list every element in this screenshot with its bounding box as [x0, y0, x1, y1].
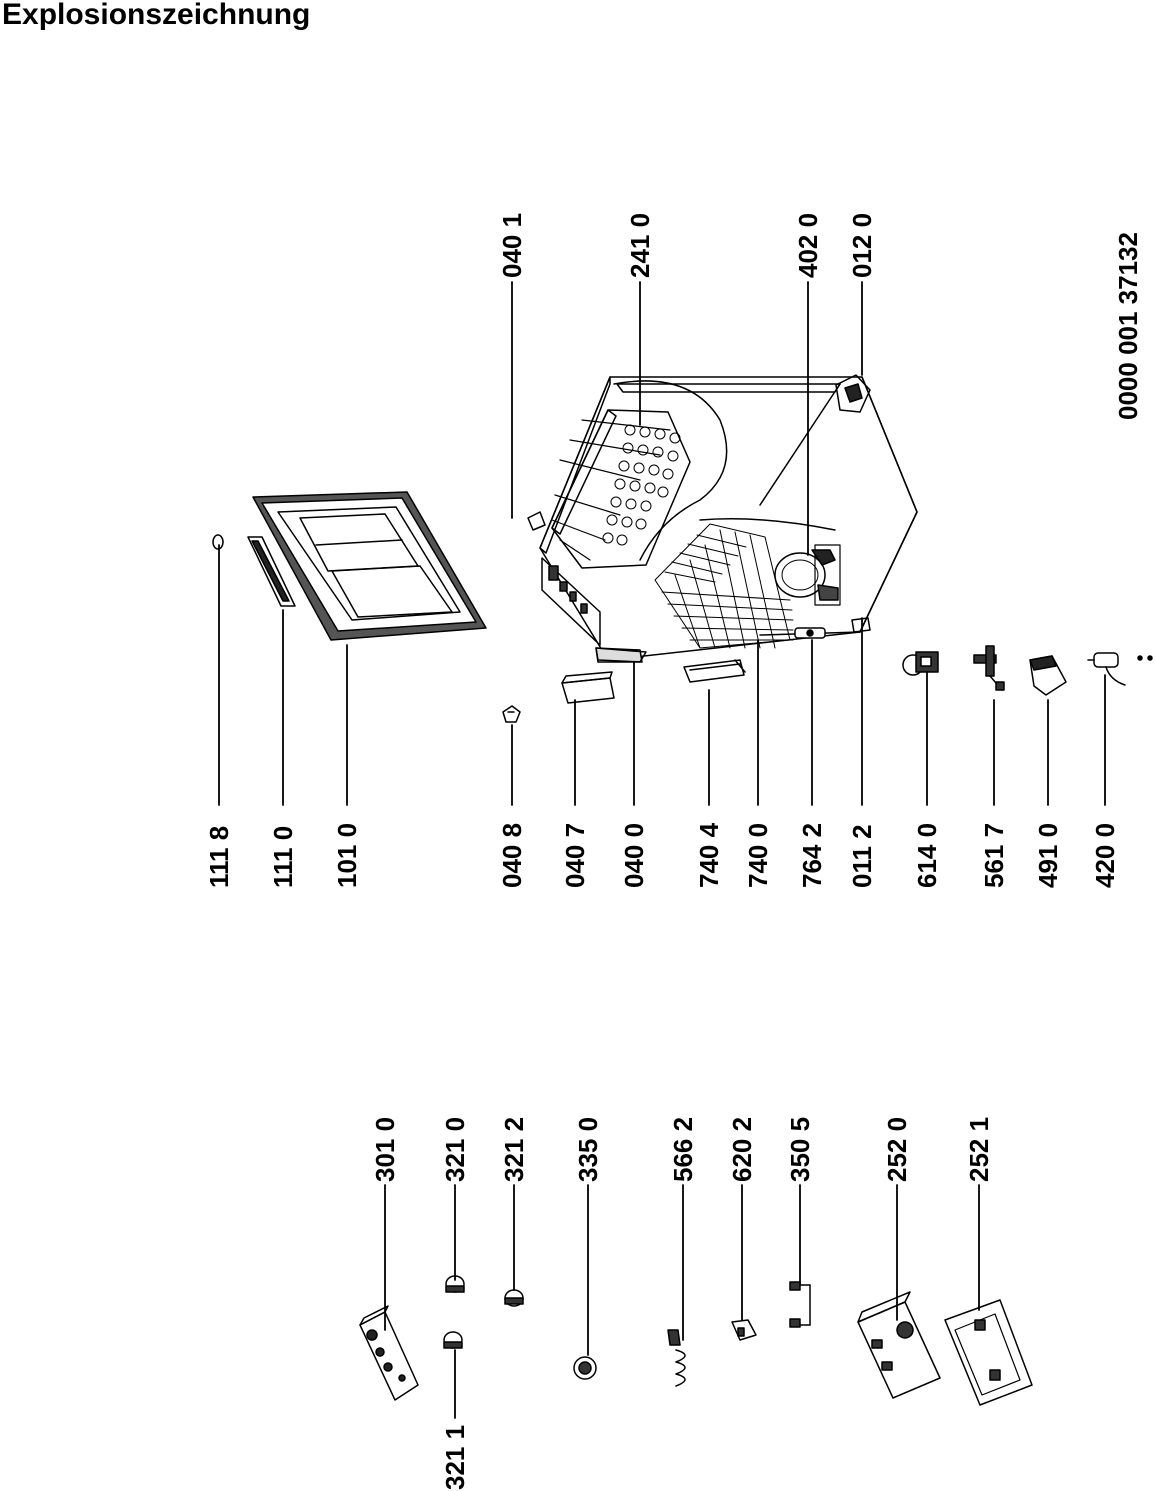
- label-740-0: 740 0: [743, 822, 773, 888]
- part-3210: [446, 1276, 464, 1292]
- part-3505: [790, 1282, 810, 1327]
- label-350-5: 350 5: [785, 1116, 815, 1182]
- part-3350: [574, 1357, 596, 1379]
- thermostat-tube: [795, 628, 825, 638]
- part-3010: [360, 1306, 418, 1400]
- part-0112: [852, 618, 870, 632]
- lid-pin: [213, 535, 223, 549]
- parts-controls: [360, 1276, 1032, 1405]
- label-040-0: 040 0: [619, 822, 649, 888]
- cabinet-body: [528, 375, 917, 662]
- label-101-0: 101 0: [332, 822, 362, 888]
- clip-0401: [528, 512, 545, 530]
- part-4910: [1030, 656, 1066, 695]
- compressor: [775, 545, 840, 605]
- part-7404: [684, 660, 745, 682]
- label-301-0: 301 0: [370, 1116, 400, 1182]
- label-321-1: 321 1: [440, 1424, 470, 1490]
- lid-handle: [248, 537, 295, 606]
- part-5617: [974, 646, 1004, 690]
- condenser-grid: [655, 524, 793, 648]
- hinge-bracket: [836, 375, 870, 412]
- part-5662: [668, 1330, 685, 1386]
- label-321-0: 321 0: [440, 1116, 470, 1182]
- storage-basket: [552, 410, 690, 568]
- label-321-2: 321 2: [499, 1116, 529, 1182]
- label-620-2: 620 2: [727, 1116, 757, 1182]
- label-491-0: 491 0: [1033, 822, 1063, 888]
- label-011-2: 011 2: [847, 824, 877, 888]
- label-040-1: 040 1: [497, 212, 527, 278]
- label-561-7: 561 7: [979, 822, 1009, 888]
- part-0408: [503, 706, 520, 722]
- part-3212: [505, 1290, 523, 1306]
- label-740-4: 740 4: [694, 822, 724, 888]
- part-6140: [903, 652, 938, 675]
- part-0407: [562, 672, 614, 703]
- part-2520: [858, 1292, 940, 1398]
- part-4200: [1088, 653, 1152, 685]
- label-252-1: 252 1: [964, 1116, 994, 1182]
- label-420-0: 420 0: [1090, 822, 1120, 888]
- label-040-7: 040 7: [560, 822, 590, 888]
- label-252-0: 252 0: [882, 1116, 912, 1182]
- label-335-0: 335 0: [573, 1116, 603, 1182]
- lid-frame: [253, 492, 486, 640]
- document-number: 0000 001 37132: [1113, 232, 1143, 420]
- label-040-8: 040 8: [497, 822, 527, 888]
- label-241-0: 241 0: [625, 212, 655, 278]
- part-6202: [732, 1320, 756, 1340]
- label-111-8: 111 8: [204, 825, 234, 888]
- label-111-0: 111 0: [268, 825, 298, 888]
- page-title: Explosionszeichnung: [2, 0, 311, 31]
- part-2521: [945, 1300, 1032, 1405]
- label-402-0: 402 0: [793, 212, 823, 278]
- part-0400: [596, 648, 646, 662]
- parts-cabinet-side: [503, 618, 1152, 722]
- label-566-2: 566 2: [668, 1116, 698, 1182]
- part-3211: [444, 1332, 462, 1348]
- label-764-2: 764 2: [797, 822, 827, 888]
- lid-assembly: [213, 492, 486, 640]
- label-012-0: 012 0: [847, 212, 877, 278]
- label-614-0: 614 0: [912, 822, 942, 888]
